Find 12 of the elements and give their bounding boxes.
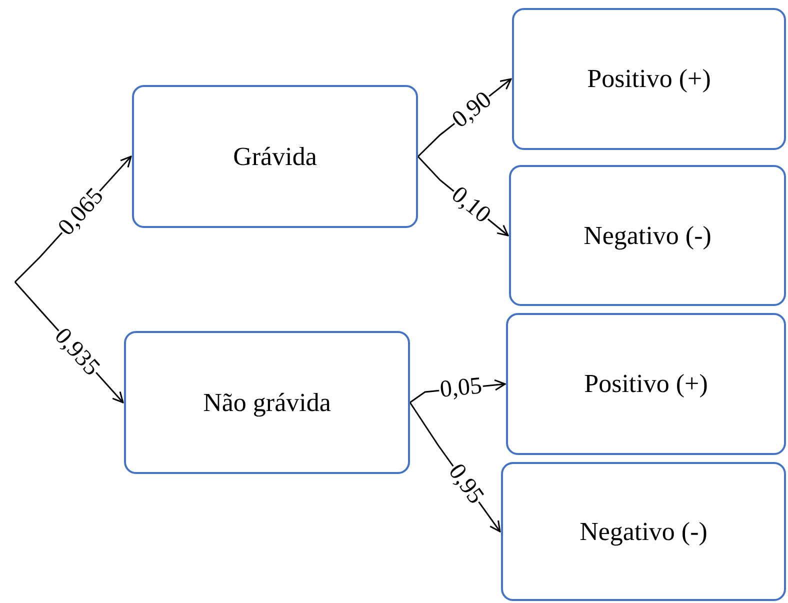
box-label: Positivo (+) bbox=[587, 64, 711, 94]
box-label: Não grávida bbox=[203, 388, 331, 418]
box-label: Grávida bbox=[233, 142, 317, 172]
process-box bbox=[132, 85, 418, 228]
process-box bbox=[512, 8, 786, 150]
box-label: Positivo (+) bbox=[584, 369, 708, 399]
process-box bbox=[506, 313, 786, 455]
process-box bbox=[501, 462, 786, 601]
process-box bbox=[124, 331, 410, 474]
box-label: Negativo (-) bbox=[580, 516, 708, 546]
process-box bbox=[509, 165, 786, 306]
box-label: Negativo (-) bbox=[584, 220, 712, 250]
